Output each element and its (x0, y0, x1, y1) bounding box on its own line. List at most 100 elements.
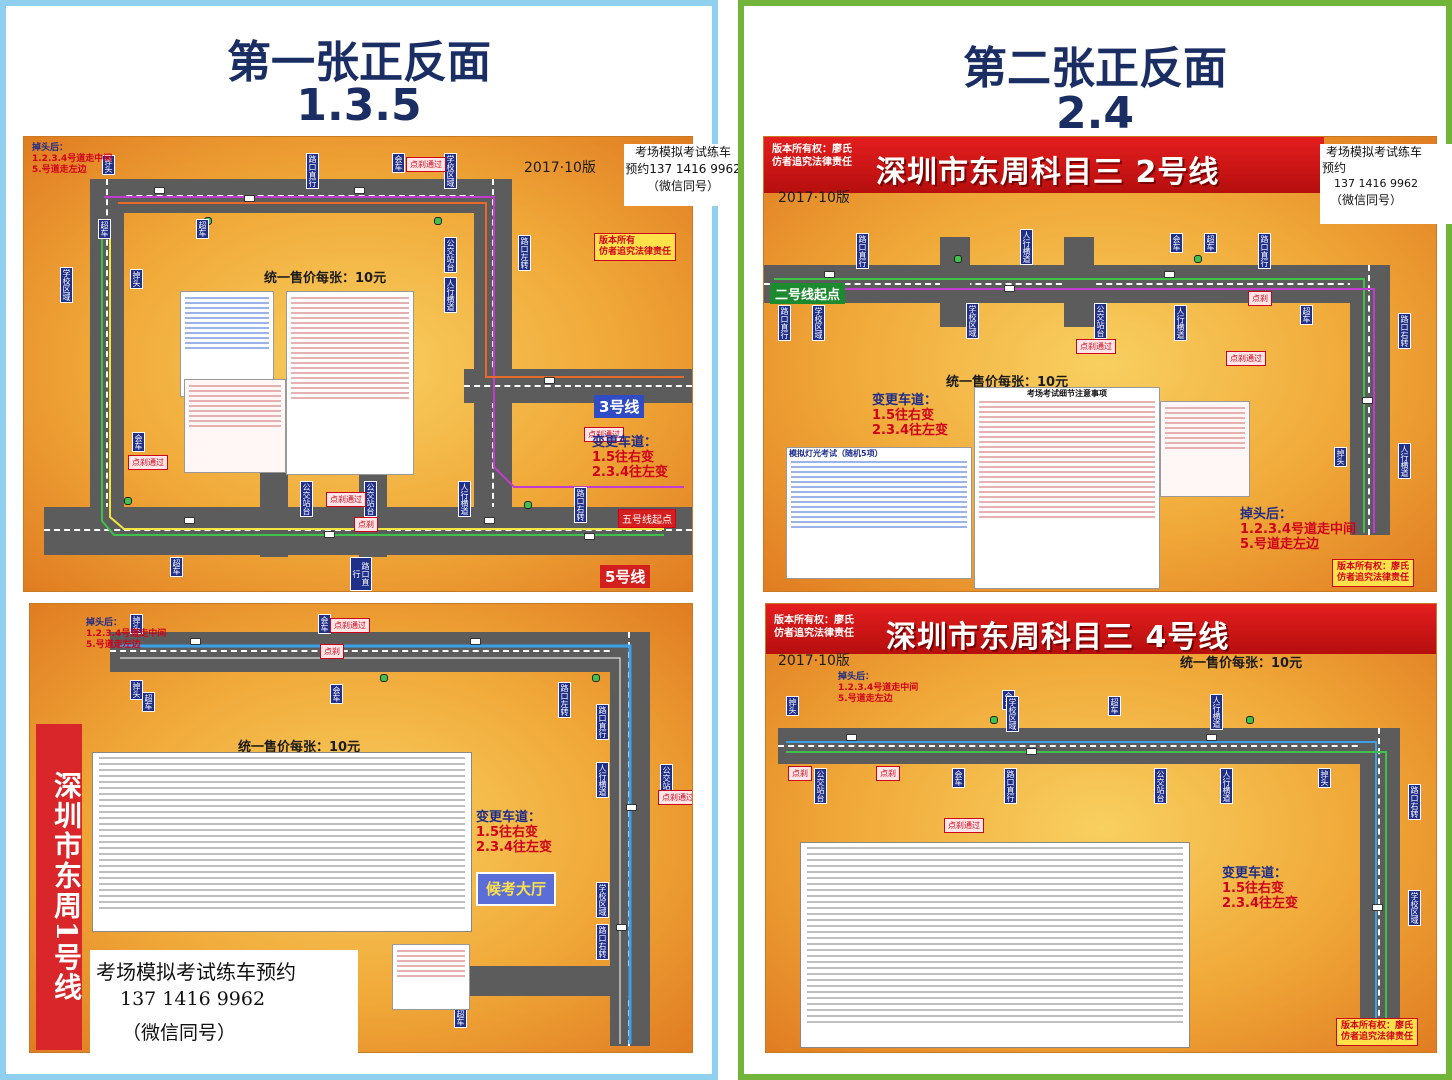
car-marker (824, 271, 835, 278)
sign-crosswalk: 人行横道 (1210, 694, 1223, 730)
car-marker (1206, 734, 1217, 741)
route-3-label: 3号线 (594, 395, 645, 418)
sign-uturn: 掉头 (130, 680, 143, 700)
route-map-4: 版本所有权：廖氏 仿者追究法律责任 深圳市东周科目三 4号线 2017·10版 … (766, 604, 1436, 1052)
sign-crosswalk: 人行横道 (1020, 229, 1033, 265)
sign-crosswalk: 人行横道 (596, 762, 609, 798)
sign-left-turn: 路口左转 (518, 235, 531, 271)
road-right-branch (464, 369, 692, 403)
exam-detail-notes (286, 291, 414, 475)
traffic-light-icon (434, 217, 442, 225)
brake-tag: 点刹通过 (128, 455, 168, 470)
price-label: 统一售价每张：10元 (238, 740, 361, 755)
sign-left-turn: 路口左转 (558, 682, 571, 718)
traffic-light-icon (1194, 255, 1202, 263)
car-marker (1026, 748, 1037, 755)
route-path-lines (120, 644, 632, 1044)
meeting-notes (392, 944, 470, 1010)
lane-change-instructions: 变更车道： 1.5往右变 2.3.4往左变 (872, 393, 949, 438)
sign-meeting: 会车 (952, 768, 965, 788)
light-exam-notes: 模拟灯光考试（随机5项） (786, 447, 972, 579)
route-2-start: 二号线起点 (770, 283, 846, 304)
edition-year: 2017·10版 (778, 190, 850, 206)
sign-meeting: 会车 (132, 432, 145, 452)
road-right-vertical (1360, 728, 1400, 1046)
route-4-banner: 版本所有权：廖氏 仿者追究法律责任 深圳市东周科目三 4号线 (766, 604, 1436, 655)
traffic-light-icon (954, 255, 962, 263)
sign-right-turn: 路口右转 (1398, 313, 1411, 349)
car-marker (184, 517, 195, 524)
sign-bus-stop: 公交站台 (300, 481, 313, 517)
sign-right-turn: 路口右转 (574, 487, 587, 523)
sign-overtake: 超车 (196, 219, 209, 239)
car-marker (1164, 271, 1175, 278)
sign-bus-stop: 公交站台 (1154, 768, 1167, 804)
waiting-hall-label: 候考大厅 (476, 872, 556, 906)
traffic-light-icon (592, 674, 600, 682)
car-marker (1004, 285, 1015, 292)
traffic-light-icon (124, 497, 132, 505)
sign-school: 学校区域 (60, 267, 73, 303)
brake-tag: 点刹通过 (406, 157, 446, 172)
edition-year: 2017·10版 (524, 160, 596, 176)
lane-change-instructions: 变更车道： 1.5往右变 2.3.4往左变 (592, 435, 669, 480)
car-marker (190, 638, 201, 645)
sign-uturn: 掉头 (130, 614, 143, 634)
sign-overtake: 超车 (98, 219, 111, 239)
route-1-side-title: 深圳市东周1号线 (36, 724, 83, 1050)
car-marker (154, 187, 165, 194)
price-label: 统一售价每张：10元 (264, 271, 387, 286)
sign-uturn: 掉头 (130, 269, 143, 289)
sign-school: 学校区域 (1408, 890, 1421, 926)
left-heading-routes: 1.3.5 (296, 80, 422, 131)
uturn-instructions: 掉头后： 1.2.3.4号道走中间 5.号道走左边 (1240, 507, 1356, 552)
right-heading-routes: 2.4 (1056, 88, 1134, 139)
overtake-notes (1160, 401, 1250, 497)
route-path-lines (774, 278, 1375, 533)
road-main (778, 728, 1398, 764)
sign-uturn: 掉头 (786, 696, 799, 716)
route-5-start: 五号线起点 (618, 509, 676, 528)
sign-overtake: 超车 (1108, 696, 1121, 716)
sign-straight: 路口直行 (350, 557, 372, 591)
sign-overtake: 超车 (170, 557, 183, 577)
brake-tag: 点刹 (788, 766, 812, 781)
sign-uturn: 掉头 (1334, 447, 1347, 467)
route-path-lines (101, 196, 684, 536)
road-cross (1064, 237, 1094, 327)
car-marker (484, 517, 495, 524)
sign-bus-stop: 公交站台 (1094, 303, 1107, 339)
sign-uturn: 掉头 (102, 155, 115, 175)
price-label: 统一售价每张：10元 (946, 375, 1069, 390)
lane-change-instructions: 变更车道： 1.5往右变 2.3.4往左变 (1222, 866, 1299, 911)
car-marker (470, 638, 481, 645)
traffic-light-icon (380, 674, 388, 682)
contact-overlay-bottom-left: 考场模拟考试练车预约 137 1416 9962 （微信同号） (90, 950, 358, 1054)
copyright-box: 版本所有权：廖氏 仿者追究法律责任 (1336, 1018, 1419, 1046)
price-label: 统一售价每张：10元 (1180, 656, 1303, 671)
sign-right-turn: 路口右转 (596, 924, 609, 960)
sign-straight: 路口直行 (856, 233, 869, 269)
contact-overlay-top-left: 考场模拟考试练车 预约137 1416 9962 （微信同号） (624, 144, 742, 206)
sign-straight: 路口直行 (1258, 233, 1271, 269)
sign-crosswalk: 人行横道 (1220, 768, 1233, 804)
uturn-instructions: 掉头后： 1.2.3.4号道走中间 5.号道走左边 (32, 143, 113, 175)
banner-copyright: 版本所有权：廖氏 仿者追究法律责任 (772, 144, 852, 168)
brake-tag: 点刹通过 (944, 818, 984, 833)
car-marker (1372, 904, 1383, 911)
brake-tag: 点刹通过 (326, 492, 366, 507)
brake-tag: 点刹通过 (658, 790, 692, 805)
brake-tag: 点刹 (354, 517, 378, 532)
copyright-box: 版本所有 仿者追究法律责任 (594, 233, 677, 261)
sign-meeting: 会车 (1170, 233, 1183, 253)
edition-year: 2017·10版 (778, 653, 850, 669)
sign-crosswalk: 人行横道 (1398, 443, 1411, 479)
sign-bus-stop: 公交站台 (444, 237, 457, 273)
sign-right-turn: 路口右转 (1408, 784, 1421, 820)
sign-crosswalk: 人行横道 (458, 481, 471, 517)
left-heading-title: 第一张正反面 (227, 37, 491, 88)
road-top (110, 632, 650, 672)
uturn-instructions: 掉头后： 1.2.3.4号道走中间 5.号道走左边 (86, 618, 167, 650)
car-marker (324, 531, 335, 538)
banner-copyright: 版本所有权：廖氏 仿者追究法律责任 (774, 615, 854, 639)
